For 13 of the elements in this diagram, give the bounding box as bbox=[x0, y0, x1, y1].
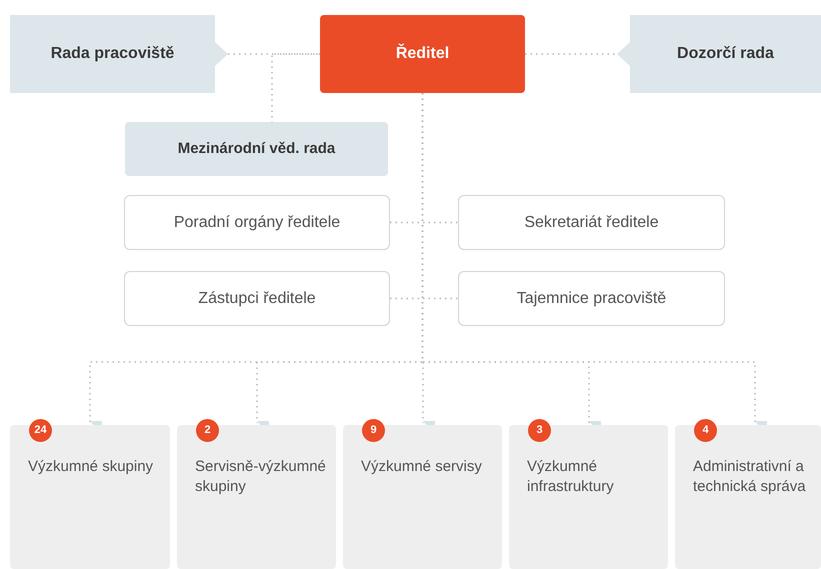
board-box: Rada pracoviště bbox=[10, 15, 228, 93]
unit-label: Servisně-výzkumné skupiny bbox=[195, 457, 327, 497]
unit-label: Výzkumné infrastruktury bbox=[527, 457, 615, 497]
unit-label: Výzkumné skupiny bbox=[28, 457, 154, 477]
director-box: Ředitel bbox=[320, 15, 525, 93]
board-box: Dozorčí rada bbox=[617, 15, 821, 93]
unit-label: Administrativní a technická správa bbox=[693, 457, 807, 497]
count-badge: 2 bbox=[196, 419, 219, 442]
count-badge: 4 bbox=[694, 419, 717, 442]
unit-label: Výzkumné servisy bbox=[361, 457, 483, 477]
dotted-connector bbox=[525, 53, 617, 55]
dotted-connector bbox=[228, 53, 320, 55]
count-badge: 24 bbox=[29, 419, 52, 442]
